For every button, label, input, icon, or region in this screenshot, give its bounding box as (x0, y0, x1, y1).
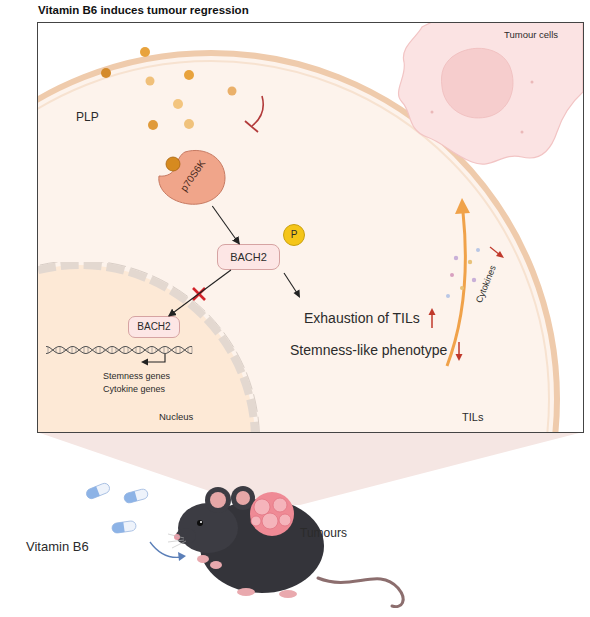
pill-half (111, 522, 124, 534)
mouse-paw (197, 555, 209, 563)
tumour-nodule (262, 513, 278, 529)
pill-body (111, 520, 136, 533)
molecule-label: PLP (76, 111, 99, 125)
tumour-nodule (279, 514, 291, 526)
pill-capsule (111, 520, 136, 533)
node-label: TILs (462, 411, 483, 424)
protein-box: BACH2 (128, 316, 180, 338)
mouse-paw (210, 561, 222, 569)
mouse-foot (237, 588, 255, 596)
mouse-tail (318, 578, 403, 607)
node-label: BACH2 (129, 321, 179, 333)
tumour-label: Tumours (300, 527, 347, 541)
mouse-whiskers (168, 534, 186, 548)
kinase-shape: p70S6K (155, 146, 227, 206)
tumour-cell: Tumour cells (392, 22, 583, 172)
mouse-ear (231, 486, 255, 510)
dose-arrow (150, 542, 182, 557)
node-label: Nucleus (159, 412, 193, 423)
mouse-ear (205, 487, 231, 513)
diagram-title: Vitamin B6 induces tumour regression (38, 4, 249, 17)
nucleus-outline (37, 262, 260, 432)
phosphate-circle: P (283, 224, 305, 246)
effect-label: Stemness-like phenotype (290, 342, 447, 358)
tumour-nodule (273, 498, 287, 512)
node-label: BACH2 (218, 251, 279, 264)
protein-box: BACH2 (217, 244, 280, 270)
tumour-cell-outline (392, 22, 583, 172)
effect-label: Exhaustion of TILs (304, 310, 420, 326)
tumour-nodule (251, 516, 261, 526)
pill-capsule (85, 482, 111, 500)
mouse-ear-inner (210, 492, 226, 508)
pill-capsule (123, 488, 149, 504)
mouse-body (200, 499, 324, 593)
mouse-eye (197, 520, 203, 526)
mouse-eye-glint (200, 521, 202, 523)
pill-half (123, 491, 137, 504)
nucleus: Nucleus BACH2 (37, 262, 260, 432)
zoom-fan (37, 432, 583, 505)
tumour-nodule (254, 499, 270, 515)
node-label: Tumour cells (504, 30, 558, 41)
pill-body (85, 482, 111, 500)
node-label: P (284, 229, 304, 241)
mouse-head (178, 503, 238, 553)
dose-arrowhead (178, 552, 186, 561)
tumour-mass (250, 492, 294, 536)
gene-label: Cytokine genes (103, 384, 165, 394)
mouse-snout (176, 528, 196, 544)
mouse-foot (279, 590, 297, 598)
pill-half (85, 486, 100, 500)
treatment-label: Vitamin B6 (26, 540, 89, 555)
mouse-nose (174, 534, 180, 540)
mouse-ear-inner (236, 491, 250, 505)
gene-label: Stemness genes (103, 371, 170, 381)
pill-body (123, 488, 149, 504)
